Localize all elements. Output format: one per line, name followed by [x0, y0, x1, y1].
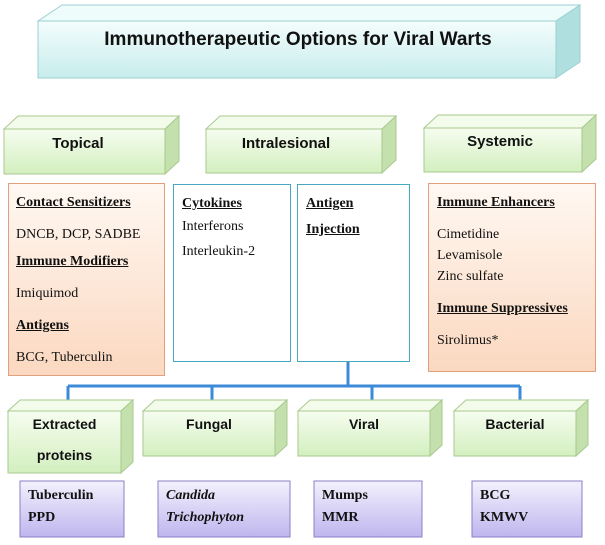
systemic-box-shape [422, 113, 598, 174]
antigens-list: BCG, Tuberculin [16, 350, 113, 365]
example-item: BCG [480, 488, 511, 503]
antigen-injection-box: Antigen Injection [297, 184, 410, 362]
category-intralesional: Intralesional [241, 134, 331, 152]
topical-box-shape [2, 114, 181, 176]
contact-sensitizers-heading: Contact Sensitizers [16, 195, 131, 210]
viral-box-shape [296, 398, 444, 458]
example-item: Candida [166, 488, 216, 503]
immune-enhancer-item: Levamisole [437, 248, 503, 263]
immune-suppressive-item: Sirolimus* [437, 333, 499, 348]
intralesional-box-shape [204, 114, 398, 175]
example-item: KMWV [480, 510, 529, 525]
immune-enhancers-heading: Immune Enhancers [437, 195, 555, 210]
extracted-label-line1: Extracted [32, 416, 97, 432]
antigen-heading: Antigen [306, 196, 354, 211]
immune-suppressives-heading: Immune Suppressives [437, 301, 568, 316]
cytokine-item: Interleukin-2 [182, 244, 256, 259]
category-topical: Topical [52, 134, 104, 152]
cytokines-box: Cytokines Interferons Interleukin-2 [173, 184, 291, 362]
antigens-heading: Antigens [16, 318, 69, 333]
bacterial-examples-shape [471, 480, 583, 538]
contact-sensitizers-list: DNCB, DCP, SADBE [16, 227, 141, 242]
example-item: PPD [28, 510, 56, 525]
fungal-examples-shape [157, 480, 291, 538]
extracted-label-line2: proteins [36, 447, 93, 463]
example-item: Tuberculin [28, 488, 94, 503]
antigen-type-extracted-proteins: Extracted proteins [8, 410, 121, 470]
extracted-box-shape [6, 398, 135, 475]
viral-examples-shape [313, 480, 423, 538]
antigen-type-fungal: Fungal [186, 416, 232, 432]
category-systemic: Systemic [467, 132, 533, 150]
bacterial-box-shape [452, 398, 590, 458]
example-item: Trichophyton [166, 510, 245, 525]
immune-modifiers-heading: Immune Modifiers [16, 254, 129, 269]
extracted-examples: Tuberculin PPD [20, 481, 124, 537]
systemic-options-box: Immune Enhancers Cimetidine Levamisole Z… [428, 183, 596, 372]
antigen-type-viral: Viral [348, 416, 380, 432]
example-item: MMR [322, 510, 359, 525]
example-item: Mumps [322, 488, 368, 503]
diagram-title: Immunotherapeutic Options for Viral Wart… [104, 29, 492, 50]
extracted-examples-shape [19, 480, 125, 538]
cytokine-item: Interferons [182, 219, 244, 234]
antigen-type-bacterial: Bacterial [485, 416, 545, 432]
immune-modifiers-list: Imiquimod [16, 286, 79, 301]
cytokines-heading: Cytokines [182, 196, 242, 211]
topical-options-box: Contact Sensitizers DNCB, DCP, SADBE Imm… [8, 183, 165, 376]
fungal-box-shape [141, 398, 289, 458]
immune-enhancer-item: Zinc sulfate [437, 269, 504, 284]
injection-heading: Injection [306, 222, 360, 237]
title-box-shape [36, 4, 582, 79]
immune-enhancer-item: Cimetidine [437, 227, 500, 242]
viral-examples: Mumps MMR [314, 481, 422, 537]
fungal-examples: Candida Trichophyton [158, 481, 290, 537]
bacterial-examples: BCG KMWV [472, 481, 582, 537]
